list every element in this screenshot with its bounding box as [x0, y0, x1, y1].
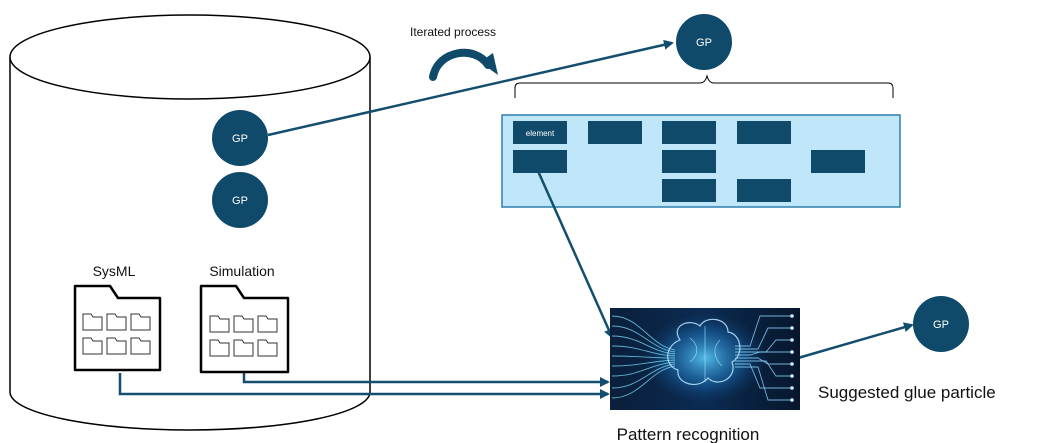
mini-folder-icon — [130, 337, 151, 355]
arrow-pattern-to-output — [797, 322, 914, 360]
database-cylinder — [9, 14, 371, 431]
folder-icon — [73, 284, 162, 372]
element-block-label: element — [526, 129, 555, 138]
mini-folder-icon — [233, 315, 254, 333]
mini-folder-icon — [209, 315, 230, 333]
mini-folder-icon — [233, 339, 254, 357]
element-block — [811, 150, 865, 173]
folder-icon — [199, 284, 290, 374]
element-block — [737, 121, 791, 144]
mini-folder-icon — [82, 337, 103, 355]
arrow-element-to-pattern — [536, 170, 614, 339]
iterated-process-label: Iterated process — [410, 25, 496, 39]
mini-folder-icon — [82, 313, 103, 331]
gp-node-database-2: GP — [212, 172, 268, 228]
svg-text:GP: GP — [232, 133, 248, 145]
element-block — [588, 121, 642, 144]
mini-folder-icon — [257, 315, 278, 333]
element-block — [662, 150, 716, 173]
svg-text:GP: GP — [232, 195, 248, 207]
element-panel: element — [501, 114, 901, 208]
element-block — [662, 179, 716, 202]
arrow-sysml-to-pattern — [118, 373, 610, 399]
curved-arrow-icon — [429, 48, 498, 81]
mini-folder-icon — [257, 339, 278, 357]
arrow-gp-to-top — [267, 39, 674, 137]
neural-network-icon — [610, 308, 800, 410]
mini-folder-icon — [106, 337, 127, 355]
element-block — [737, 179, 791, 202]
gp-node-database-1: GP — [212, 110, 268, 166]
panel-bracket — [514, 74, 894, 98]
sysml-label: SysML — [93, 263, 136, 279]
element-block — [662, 121, 716, 144]
svg-text:GP: GP — [933, 319, 949, 331]
mini-folder-icon — [106, 313, 127, 331]
simulation-label: Simulation — [209, 263, 274, 279]
arrow-simulation-to-pattern — [242, 372, 610, 387]
gp-node-output: GP — [913, 296, 969, 352]
gp-node-top: GP — [676, 14, 732, 70]
svg-text:GP: GP — [696, 37, 712, 49]
pattern-recognition-label: Pattern recognition — [617, 425, 760, 443]
suggested-glue-particle-label: Suggested glue particle — [818, 383, 996, 402]
mini-folder-icon — [130, 313, 151, 331]
element-block — [513, 121, 567, 144]
element-block — [513, 150, 567, 173]
mini-folder-icon — [209, 339, 230, 357]
